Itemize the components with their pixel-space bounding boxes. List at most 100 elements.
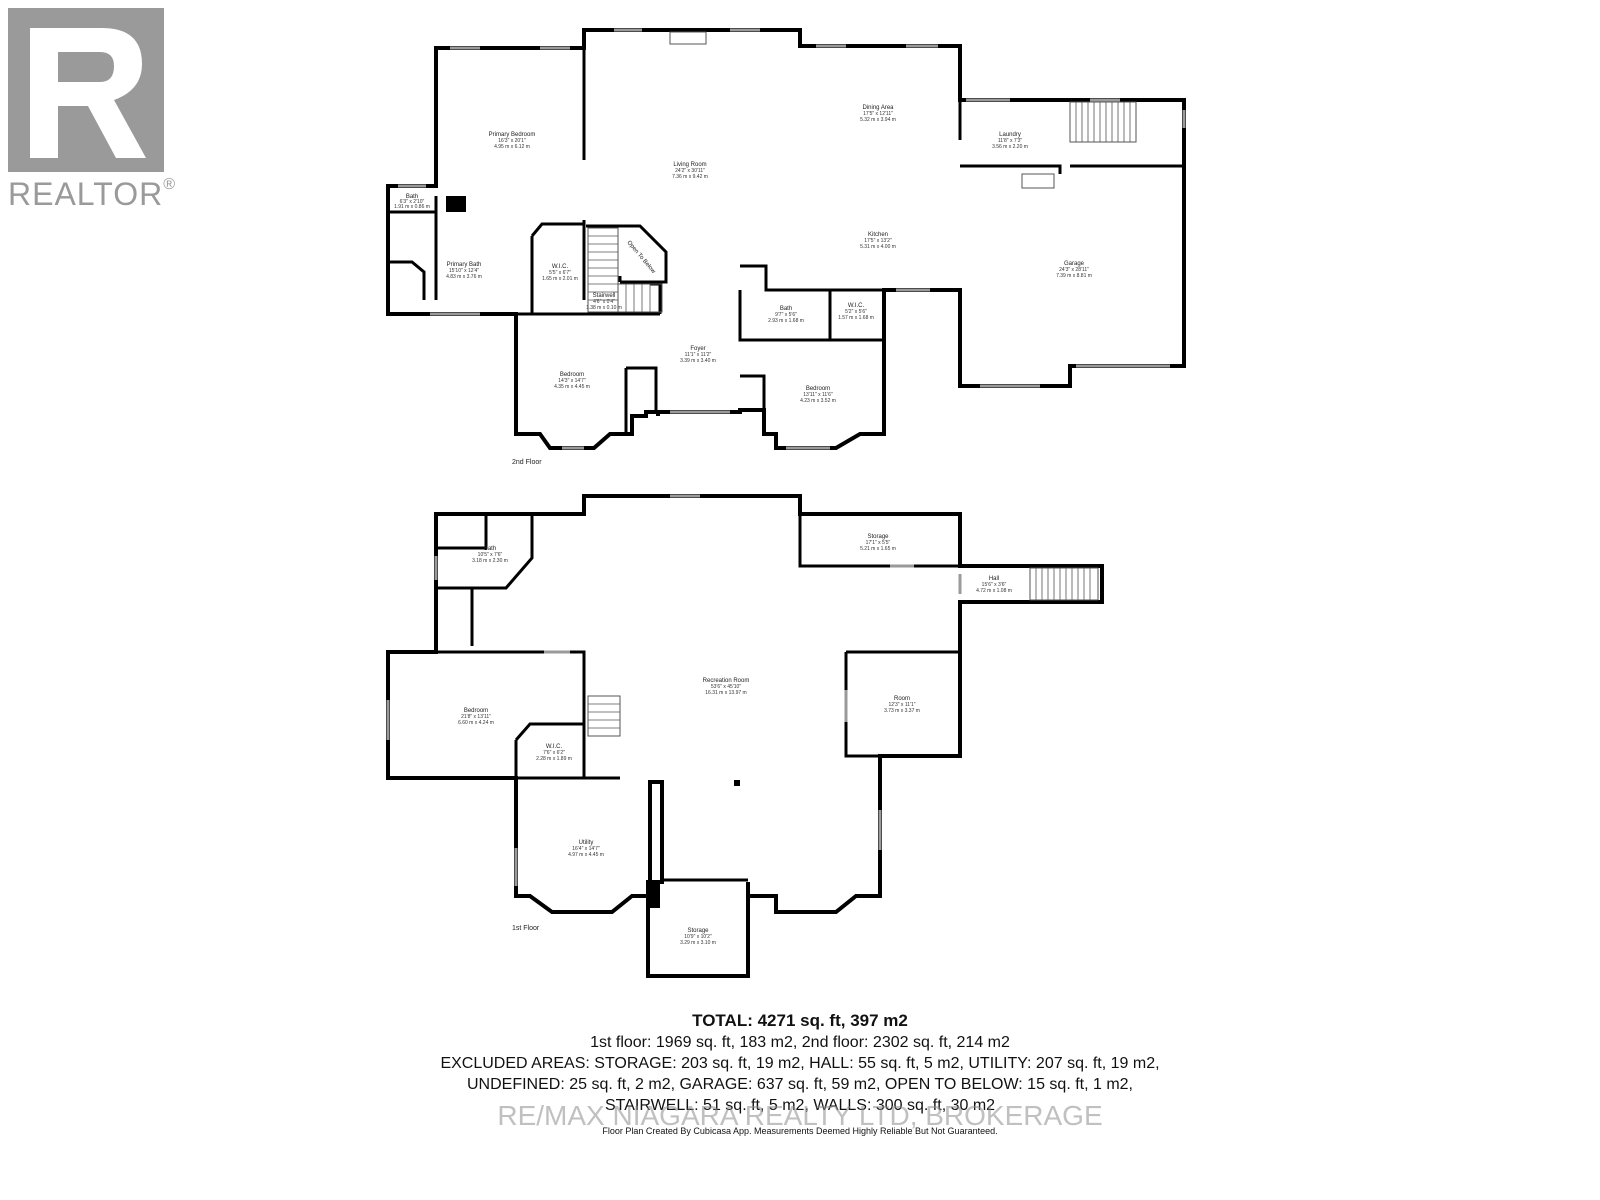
svg-text:16'3" x 20'1": 16'3" x 20'1" (498, 138, 526, 144)
room-1-bedroom: Bedroom 21'8" x 13'11" 6.60 m x 4.24 m (458, 708, 494, 726)
room-bath-2: Bath 9'7" x 5'6" 2.93 m x 1.68 m (768, 306, 804, 324)
svg-text:Storage: Storage (867, 534, 889, 540)
svg-text:5'2" x 5'6": 5'2" x 5'6" (845, 309, 867, 315)
svg-text:7'6" x 6'2": 7'6" x 6'2" (543, 750, 565, 756)
svg-text:21'8" x 13'11": 21'8" x 13'11" (461, 714, 491, 720)
svg-text:53'6" x 45'10": 53'6" x 45'10" (711, 684, 741, 690)
svg-text:15'10" x 12'4": 15'10" x 12'4" (449, 268, 479, 274)
room-foyer: Foyer 11'1" x 11'2" 3.39 m x 3.40 m (680, 346, 716, 364)
svg-text:10'9" x 10'2": 10'9" x 10'2" (684, 934, 712, 940)
svg-text:13'11" x 11'6": 13'11" x 11'6" (803, 392, 833, 398)
svg-text:14'3" x 14'7": 14'3" x 14'7" (558, 378, 586, 384)
svg-text:Living Room: Living Room (673, 162, 706, 168)
svg-text:1.91 m x 0.86 m: 1.91 m x 0.86 m (394, 204, 430, 210)
floor-areas: 1st floor: 1969 sq. ft, 183 m2, 2nd floo… (590, 1034, 1010, 1051)
svg-text:1.65 m x 2.01 m: 1.65 m x 2.01 m (542, 276, 578, 282)
svg-text:2.28 m x 1.89 m: 2.28 m x 1.89 m (536, 756, 572, 762)
svg-text:7.39 m x 8.81 m: 7.39 m x 8.81 m (1056, 273, 1092, 279)
svg-text:3.39 m x 3.40 m: 3.39 m x 3.40 m (680, 358, 716, 364)
svg-text:Garage: Garage (1064, 261, 1085, 267)
svg-text:10'5" x 7'6": 10'5" x 7'6" (478, 552, 503, 558)
excluded-areas-2: UNDEFINED: 25 sq. ft, 2 m2, GARAGE: 637 … (466, 1076, 1133, 1093)
svg-text:Primary Bedroom: Primary Bedroom (489, 132, 536, 138)
excluded-areas-3: STAIRWELL: 51 sq. ft, 5 m2, WALLS: 300 s… (604, 1097, 996, 1114)
room-1-recreation-room: Recreation Room 53'6" x 45'10" 16.31 m x… (703, 678, 750, 696)
room-1-storage-bottom: Storage 10'9" x 10'2" 3.29 m x 3.10 m (680, 928, 716, 946)
room-dining-area: Dining Area 17'5" x 12'11" 5.32 m x 3.94… (860, 105, 896, 123)
svg-text:6'3" x 2'10": 6'3" x 2'10" (400, 199, 425, 205)
room-wic-2: W.I.C. 5'2" x 5'6" 1.57 m x 1.68 m (838, 303, 874, 321)
room-1-wic: W.I.C. 7'6" x 6'2" 2.28 m x 1.89 m (536, 744, 572, 762)
realtor-r-icon (8, 8, 164, 172)
realtor-logo: REALTOR® (8, 8, 184, 214)
svg-text:16.31 m x 13.97 m: 16.31 m x 13.97 m (705, 690, 746, 696)
svg-text:17'5" x 13'2": 17'5" x 13'2" (864, 238, 892, 244)
svg-text:Bath: Bath (780, 306, 792, 312)
svg-text:9'7" x 5'6": 9'7" x 5'6" (775, 312, 797, 318)
floor-2-title: 2nd Floor (512, 459, 542, 466)
room-1-storage-top: Storage 17'1" x 5'5" 5.21 m x 1.65 m (860, 534, 896, 552)
svg-text:24'2" x 30'11": 24'2" x 30'11" (675, 168, 705, 174)
svg-text:Kitchen: Kitchen (868, 232, 888, 238)
svg-text:Storage: Storage (687, 928, 709, 934)
room-bath-small: Bath 6'3" x 2'10" 1.91 m x 0.86 m (394, 194, 430, 210)
room-1-utility: Utility 16'4" x 14'7" 4.97 m x 4.45 m (568, 840, 604, 858)
svg-text:Bedroom: Bedroom (464, 708, 488, 714)
svg-text:17'5" x 12'11": 17'5" x 12'11" (863, 111, 893, 117)
cubicasa-footnote: Floor Plan Created By Cubicasa App. Meas… (602, 1126, 998, 1136)
svg-text:4.23 m x 3.52 m: 4.23 m x 3.52 m (800, 398, 836, 404)
svg-text:12'3" x 11'1": 12'3" x 11'1" (888, 702, 915, 708)
svg-text:1.57 m x 1.68 m: 1.57 m x 1.68 m (838, 315, 874, 321)
svg-text:11'8" x 7'3": 11'8" x 7'3" (998, 138, 1022, 144)
svg-text:3.73 m x 3.37 m: 3.73 m x 3.37 m (884, 708, 920, 714)
svg-text:Hall: Hall (989, 576, 999, 582)
svg-text:4.95 m x 6.12 m: 4.95 m x 6.12 m (494, 144, 530, 150)
svg-text:24'3" x 28'11": 24'3" x 28'11" (1059, 267, 1089, 273)
room-primary-bath: Primary Bath 15'10" x 12'4" 4.83 m x 3.7… (446, 262, 482, 280)
svg-text:4.35 m x 4.45 m: 4.35 m x 4.45 m (554, 384, 590, 390)
area-summary: TOTAL: 4271 sq. ft, 397 m2 1st floor: 19… (0, 1010, 1600, 1136)
svg-text:Room: Room (894, 696, 910, 702)
svg-text:2.93 m x 1.68 m: 2.93 m x 1.68 m (768, 318, 804, 324)
room-open-to-below: Open To Below (625, 240, 656, 275)
garage-stairs (1069, 101, 1137, 143)
svg-text:Bedroom: Bedroom (560, 372, 584, 378)
svg-text:Bath: Bath (406, 194, 418, 200)
svg-text:3.18 m x 2.30 m: 3.18 m x 2.30 m (472, 558, 508, 564)
svg-text:W.I.C.: W.I.C. (848, 303, 865, 309)
svg-text:Recreation Room: Recreation Room (703, 678, 750, 684)
room-1-bath: Bath 10'5" x 7'6" 3.18 m x 2.30 m (472, 546, 508, 564)
svg-text:Open To Below: Open To Below (625, 240, 656, 275)
room-wic-1: W.I.C. 5'5" x 6'7" 1.65 m x 2.01 m (542, 264, 578, 282)
svg-text:5.21 m x 1.65 m: 5.21 m x 1.65 m (860, 546, 896, 552)
svg-text:4'6" x 0'4": 4'6" x 0'4" (593, 299, 615, 305)
basement-stairs (587, 695, 621, 737)
brokerage-watermark: RE/MAX NIAGARA REALTY LTD, BROKERAGE (497, 1100, 1103, 1131)
svg-text:5.32 m x 3.94 m: 5.32 m x 3.94 m (860, 117, 896, 123)
svg-text:6.60 m x 4.24 m: 6.60 m x 4.24 m (458, 720, 494, 726)
svg-text:15'6" x 3'6": 15'6" x 3'6" (982, 582, 1007, 588)
svg-text:4.97 m x 4.45 m: 4.97 m x 4.45 m (568, 852, 604, 858)
room-1-hall: Hall 15'6" x 3'6" 4.72 m x 1.08 m (976, 576, 1012, 594)
floor-1st: Bath 10'5" x 7'6" 3.18 m x 2.30 m Storag… (386, 494, 1104, 978)
excluded-areas-1: EXCLUDED AREAS: STORAGE: 203 sq. ft, 19 … (440, 1055, 1160, 1072)
room-garage: Garage 24'3" x 28'11" 7.39 m x 8.81 m (1056, 261, 1092, 279)
svg-text:Laundry: Laundry (999, 132, 1021, 138)
svg-text:Dining Area: Dining Area (862, 105, 894, 111)
room-primary-bedroom: Primary Bedroom 16'3" x 20'1" 4.95 m x 6… (489, 132, 536, 150)
svg-text:17'1" x 5'5": 17'1" x 5'5" (866, 540, 891, 546)
realtor-wordmark: REALTOR (8, 176, 164, 212)
svg-text:Bath: Bath (484, 546, 496, 552)
svg-text:Primary Bath: Primary Bath (447, 262, 482, 268)
svg-text:7.36 m x 9.42 m: 7.36 m x 9.42 m (672, 174, 708, 180)
main-stairs (587, 227, 663, 313)
room-bedroom-right: Bedroom 13'11" x 11'6" 4.23 m x 3.52 m (800, 386, 836, 404)
svg-text:11'1" x 11'2": 11'1" x 11'2" (685, 352, 712, 358)
svg-text:5.31 m x 4.00 m: 5.31 m x 4.00 m (860, 244, 896, 250)
room-kitchen: Kitchen 17'5" x 13'2" 5.31 m x 4.00 m (860, 232, 896, 250)
svg-text:W.I.C.: W.I.C. (552, 264, 569, 270)
registered-mark: ® (163, 176, 176, 193)
svg-text:3.56 m x 2.20 m: 3.56 m x 2.20 m (992, 144, 1028, 150)
room-laundry: Laundry 11'8" x 7'3" 3.56 m x 2.20 m (992, 132, 1028, 150)
